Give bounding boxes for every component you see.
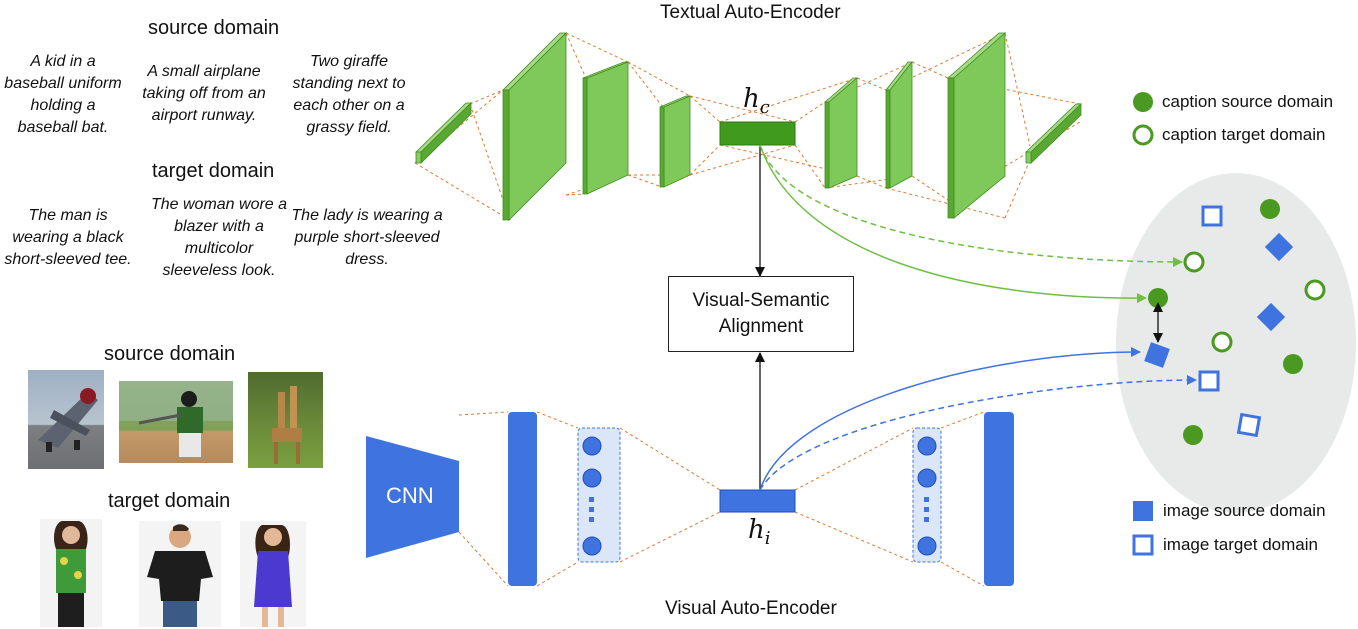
latent-hi-base: h [748, 515, 765, 545]
legend-image-source-label: image source domain [1163, 501, 1326, 520]
latent-hc-label: hc [743, 84, 770, 118]
caption-source-point [1260, 199, 1280, 219]
alignment-line-1: Visual-Semantic [692, 290, 830, 311]
image-source-heading: source domain [104, 343, 236, 365]
hc-target-dashed-curve [759, 144, 1183, 267]
image-source-point [1264, 232, 1294, 262]
legend-caption-source-label: caption source domain [1162, 92, 1334, 111]
visual-ae-title: Visual Auto-Encoder [665, 598, 837, 619]
visual-ae-connectors [458, 411, 985, 587]
hi-target-dashed-curve [759, 375, 1197, 491]
visual-encoder-layer-1 [508, 412, 537, 586]
visual-semantic-alignment-box: Visual-Semantic Alignment [668, 276, 854, 352]
neuron [582, 436, 602, 456]
visual-encoder-layer-2 [577, 427, 621, 563]
image-source-point [1144, 342, 1170, 368]
woman-purple-dress-photo [240, 521, 306, 627]
textual-decoder-layers [823, 32, 1082, 219]
latent-hc-sub: c [759, 97, 770, 119]
caption-target-heading: target domain [152, 160, 275, 182]
legend-caption-source-icon [1133, 92, 1153, 112]
airplane-photo [28, 370, 104, 469]
latent-hi-bar [719, 489, 796, 513]
visual-decoder-layer-1 [912, 427, 942, 563]
giraffe-photo [248, 372, 323, 468]
woman-green-top-photo [40, 519, 102, 627]
caption-target-2: The woman wore a blazer with a multicolo… [150, 196, 288, 279]
neuron [582, 468, 602, 488]
caption-source-point [1283, 354, 1303, 374]
legend-image-target-label: image target domain [1163, 535, 1318, 554]
neuron [917, 536, 937, 556]
latent-hi-sub: i [764, 528, 771, 550]
latent-hc-base: h [743, 84, 760, 114]
caption-target-1: The man is wearing a black short-sleeved… [4, 207, 132, 268]
legend-caption-target-label: caption target domain [1162, 125, 1326, 144]
image-target-point [1201, 205, 1223, 227]
image-target-point [1198, 370, 1220, 392]
alignment-line-2: Alignment [718, 316, 804, 337]
neuron [917, 468, 937, 488]
embedding-points [1144, 199, 1326, 445]
hc-source-curve [759, 144, 1147, 304]
visual-decoder-layer-2 [984, 412, 1014, 586]
neuron [582, 536, 602, 556]
caption-target-3: The lady is wearing a purple short-sleev… [291, 207, 443, 268]
caption-source-1: A kid in a baseball uniform holding a ba… [4, 53, 122, 136]
latent-hc-bar [719, 121, 796, 146]
caption-target-point [1211, 331, 1233, 353]
cnn-label: CNN [386, 483, 434, 508]
image-target-heading: target domain [108, 490, 231, 512]
caption-target-point [1304, 279, 1326, 301]
caption-source-heading: source domain [148, 17, 280, 39]
legend-image-target-icon [1132, 534, 1154, 556]
caption-source-point [1183, 425, 1203, 445]
hi-source-curve [759, 347, 1141, 491]
legend-image-source-icon [1133, 501, 1153, 521]
textual-ae-title: Textual Auto-Encoder [660, 2, 841, 23]
caption-source-2: A small airplane taking off from an airp… [142, 63, 266, 124]
man-black-tee-photo [139, 521, 221, 627]
baseball-photo [119, 381, 233, 463]
image-target-point [1236, 412, 1262, 438]
neuron [917, 436, 937, 456]
cnn-block [366, 436, 459, 558]
caption-source-point [1148, 288, 1168, 308]
textual-encoder-layers [415, 32, 691, 221]
image-source-point [1256, 302, 1286, 332]
caption-source-3: Two giraffe standing next to each other … [292, 53, 406, 136]
legend-caption-target-icon [1132, 124, 1154, 146]
caption-target-point [1183, 251, 1205, 273]
latent-hi-label: hi [748, 515, 771, 549]
